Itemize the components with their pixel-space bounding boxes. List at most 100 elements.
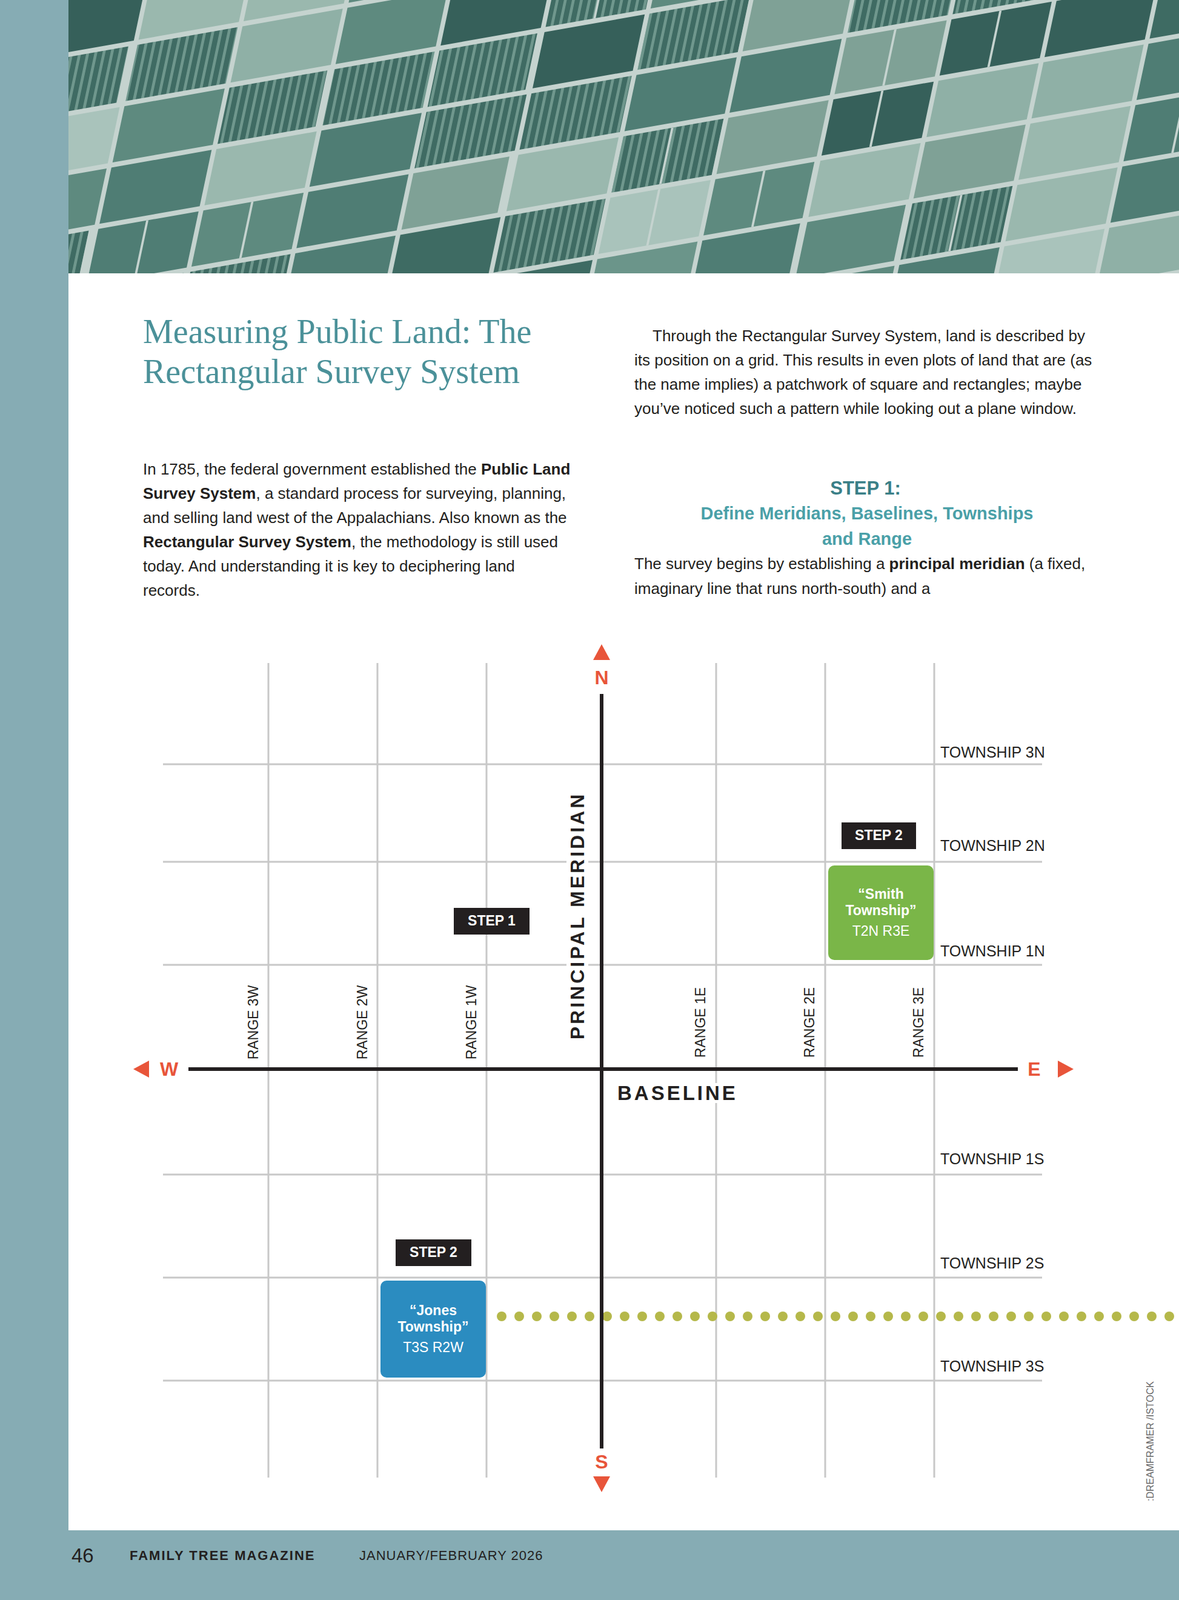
field-patch <box>68 230 90 274</box>
issue-date: JANUARY/FEBRUARY 2026 <box>359 1548 543 1562</box>
step-tag: STEP 2 <box>841 822 917 849</box>
field-patch <box>1123 87 1179 162</box>
dotted-line-dot <box>953 1311 964 1321</box>
dotted-line-dot <box>936 1311 946 1321</box>
dotted-line-dot <box>637 1311 648 1321</box>
field-patch <box>388 216 501 274</box>
township-label: TOWNSHIP 2S <box>938 1255 1046 1271</box>
range-label: RANGE 3W <box>246 985 261 1060</box>
compass-letter: E <box>1027 1059 1041 1079</box>
field-road <box>948 194 963 252</box>
dotted-line-dot <box>707 1311 718 1321</box>
township-label: TOWNSHIP 1N <box>938 943 1047 959</box>
page-number: 46 <box>71 1544 94 1565</box>
dotted-line-dot <box>918 1311 929 1321</box>
dotted-line-dot <box>971 1311 981 1321</box>
dotted-line-dot <box>531 1311 542 1321</box>
dotted-line-dot <box>777 1311 788 1321</box>
field-patch <box>68 0 147 59</box>
section-subheading: Define Meridians, Baselines, Townships a… <box>697 500 1037 552</box>
field-road <box>869 90 884 148</box>
dotted-line-dot <box>865 1311 876 1321</box>
range-label: RANGE 2W <box>355 985 370 1060</box>
field-patch <box>782 265 895 274</box>
aerial-farmland-photo <box>68 0 1179 274</box>
node-heading: “Jones Township” <box>385 1301 482 1336</box>
dotted-line-dot <box>1111 1311 1122 1321</box>
field-patch <box>480 259 593 274</box>
dotted-line-dot <box>549 1311 560 1321</box>
range-label: RANGE 1W <box>464 985 479 1060</box>
dotted-line-dot <box>1006 1311 1017 1321</box>
dotted-line-dot <box>602 1311 612 1321</box>
node-content: “Jones Township” T3S R2W <box>385 1301 482 1356</box>
bold-term: Rectangular Survey System <box>142 532 352 551</box>
compass-letter: W <box>159 1059 179 1079</box>
dotted-line-dot <box>830 1311 841 1321</box>
node-heading: STEP 2 <box>854 826 903 844</box>
township-label: TOWNSHIP 2N <box>938 837 1047 854</box>
field-patch <box>992 228 1105 274</box>
node-content: STEP 1 <box>467 912 516 930</box>
compass-letter: S <box>594 1451 608 1472</box>
field-patch <box>414 94 527 169</box>
field-road <box>659 127 674 185</box>
field-patch <box>68 46 129 120</box>
dotted-line-dot <box>514 1311 525 1321</box>
township-label: TOWNSHIP 1S <box>938 1151 1046 1167</box>
photo-credit: :DREAMFRAMER /ISTOCK <box>1145 1380 1156 1501</box>
field-road <box>987 10 1003 68</box>
dotted-line-dot <box>1059 1311 1069 1321</box>
field-patch <box>1097 210 1179 274</box>
dotted-line-dot <box>1146 1311 1157 1321</box>
range-label: RANGE 3E <box>911 986 926 1058</box>
field-patch <box>283 235 396 274</box>
dotted-line-dot <box>690 1311 700 1321</box>
field-patch <box>1136 26 1179 100</box>
dotted-line-dot <box>883 1311 894 1321</box>
field-patch <box>73 272 184 274</box>
bold-term: principal meridian <box>889 554 1026 573</box>
township-box: “Smith Township”T2N R3E <box>828 865 934 960</box>
field-road <box>133 219 149 274</box>
node-content: “Smith Township”T2N R3E <box>833 885 929 940</box>
dotted-line-dot <box>900 1311 911 1321</box>
node-content: STEP 2 <box>854 826 903 844</box>
dotted-line-dot <box>619 1311 630 1321</box>
dotted-line-dot <box>496 1311 507 1321</box>
dotted-line-dot <box>1129 1311 1140 1321</box>
dotted-line-dot <box>725 1311 735 1321</box>
step-tag: STEP 2 <box>395 1238 472 1266</box>
field-road <box>593 0 608 19</box>
section-heading: STEP 1: <box>634 477 1097 500</box>
field-patch <box>86 211 199 274</box>
field-patch <box>178 253 291 274</box>
dotted-line-dot <box>1041 1311 1052 1321</box>
range-label: RANGE 1E <box>693 986 708 1058</box>
axis-label: BASELINE <box>614 1082 741 1103</box>
township-label: TOWNSHIP 3S <box>938 1358 1046 1374</box>
body-text: The survey begins by establishing a <box>634 554 885 573</box>
dotted-line-dot <box>988 1311 999 1321</box>
field-road <box>882 29 897 87</box>
range-label: RANGE 2E <box>802 986 817 1058</box>
node-heading: STEP 2 <box>409 1243 458 1261</box>
footer-band <box>0 1529 1179 1600</box>
field-patch <box>795 204 906 274</box>
dotted-line-dot <box>848 1311 858 1321</box>
field-road <box>646 189 661 246</box>
field-patch <box>1149 0 1179 39</box>
page-title: Measuring Public Land: The Rectangular S… <box>142 311 568 392</box>
dotted-line-dot <box>760 1311 771 1321</box>
dotted-line-dot <box>654 1311 665 1321</box>
body-paragraph: The survey begins by establishing a prin… <box>634 551 1097 602</box>
step-tag: STEP 1 <box>453 907 530 935</box>
field-patch <box>1110 149 1179 223</box>
dotted-line-dot <box>1164 1311 1175 1321</box>
dotted-line-dot <box>1076 1311 1087 1321</box>
dotted-line-dot <box>584 1311 595 1321</box>
node-code: T3S R2W <box>385 1338 482 1356</box>
compass-letter: N <box>594 667 609 688</box>
dotted-line-dot <box>742 1311 753 1321</box>
